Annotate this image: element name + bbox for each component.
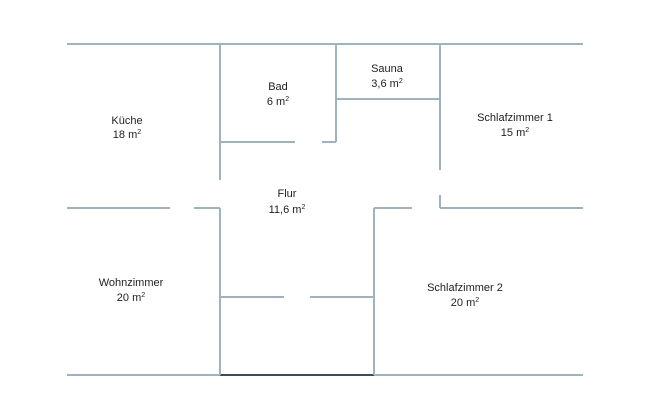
room-area-wohnzimmer: 20 m2 <box>117 292 145 304</box>
room-name-bad: Bad <box>268 81 288 93</box>
walls <box>67 43 583 376</box>
room-area-schlafzimmer-2: 20 m2 <box>451 297 479 309</box>
room-name-kueche: Küche <box>111 115 142 127</box>
room-area-sauna: 3,6 m2 <box>371 78 403 90</box>
room-area-bad: 6 m2 <box>267 96 289 108</box>
room-area-schlafzimmer-1: 15 m2 <box>501 127 529 139</box>
room-name-schlafzimmer-1: Schlafzimmer 1 <box>477 112 553 124</box>
room-area-kueche: 18 m2 <box>113 129 141 141</box>
room-name-schlafzimmer-2: Schlafzimmer 2 <box>427 282 503 294</box>
room-labels: Küche 18 m2 Bad 6 m2 Sauna 3,6 m2 Schlaf… <box>99 63 553 309</box>
room-name-flur: Flur <box>278 188 297 200</box>
room-name-wohnzimmer: Wohnzimmer <box>99 277 164 289</box>
room-area-flur: 11,6 m2 <box>269 204 306 216</box>
room-name-sauna: Sauna <box>371 63 404 75</box>
